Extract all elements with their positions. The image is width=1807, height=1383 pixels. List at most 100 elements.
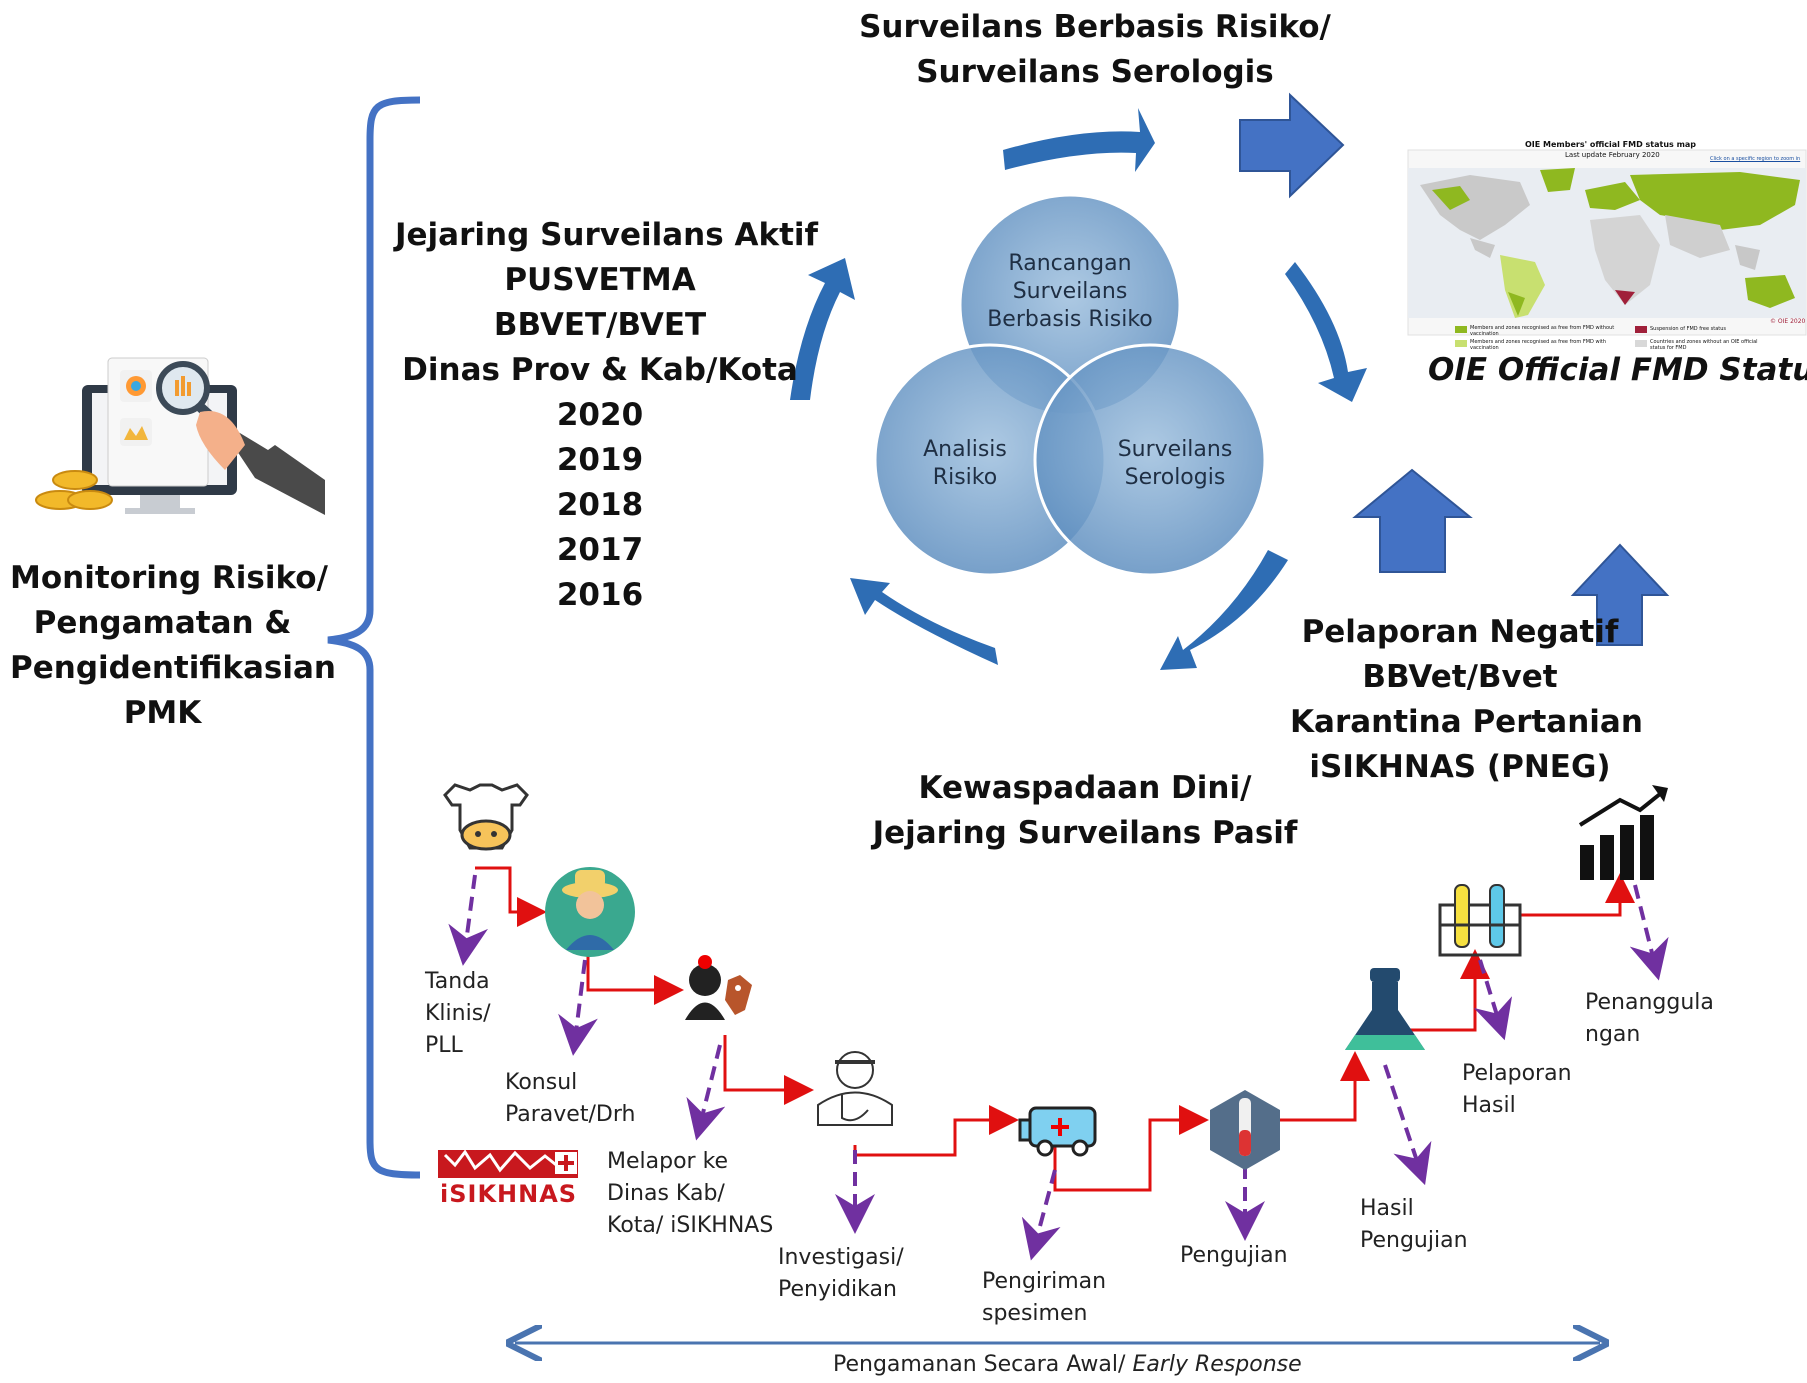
step-label-line: spesimen <box>982 1301 1088 1326</box>
oie-legend-item: Members and zones recognised as free fro… <box>1470 339 1607 351</box>
monitoring-title: Monitoring Risiko/ Pengamatan & Pengiden… <box>10 556 336 736</box>
step-label-line: Tanda <box>425 969 490 994</box>
flow-purple-arrows <box>448 874 1669 1261</box>
vet-with-cow-icon <box>685 955 752 1020</box>
isikhnas-logo-text: iSIKHNAS <box>440 1180 578 1208</box>
doctor-icon <box>817 1051 893 1126</box>
ambulance-icon <box>1018 1106 1097 1157</box>
venn-label-line: Surveilans <box>1117 437 1233 462</box>
venn-label-right: Surveilans Serologis <box>1110 436 1240 492</box>
step-label-line: Penanggula <box>1585 990 1714 1015</box>
active-surveillance-line: 2017 <box>556 532 644 568</box>
active-surveillance-line: PUSVETMA <box>504 262 696 298</box>
active-surveillance-line: Dinas Prov & Kab/Kota <box>402 352 798 388</box>
step-label-line: Pengujian <box>1360 1228 1468 1253</box>
risk-surveillance-heading-line: Surveilans Serologis <box>916 54 1274 90</box>
active-surveillance-line: BBVET/BVET <box>493 307 707 343</box>
early-response-prefix: Pengamanan Secara Awal/ <box>833 1352 1133 1377</box>
passive-surveillance-heading-line: Jejaring Surveilans Pasif <box>872 815 1298 851</box>
cycle-arrow-bottom-left <box>850 578 998 665</box>
active-surveillance-line: 2016 <box>556 577 644 613</box>
cycle-arrow-bottom-right <box>1160 550 1288 670</box>
venn-label-left: Analisis Risiko <box>905 436 1025 492</box>
oie-legend-item: Members and zones recognised as free fro… <box>1470 325 1615 337</box>
step-label-line: Hasil <box>1360 1196 1414 1221</box>
step-label-line: Klinis/ <box>425 1001 491 1026</box>
flow-red-path <box>475 866 1635 1192</box>
negative-reporting-line: BBVet/Bvet <box>1362 659 1558 695</box>
cycle-arrows <box>790 108 1367 670</box>
step-label-line: Penyidikan <box>778 1277 897 1302</box>
oie-map-subheader: Last update February 2020 <box>1565 151 1660 159</box>
active-surveillance-line: 2020 <box>556 397 644 433</box>
test-tubes-rack-icon <box>1438 884 1522 957</box>
step-label-melapor: Melapor ke Dinas Kab/ Kota/ iSIKHNAS <box>607 1146 773 1242</box>
cycle-arrow-right <box>1285 262 1367 402</box>
venn-label-line: Serologis <box>1124 465 1226 490</box>
venn-label-line: Risiko <box>932 465 998 490</box>
block-arrows <box>1239 92 1670 646</box>
active-surveillance-list: Jejaring Surveilans Aktif PUSVETMA BBVET… <box>395 213 819 618</box>
active-surveillance-line: Jejaring Surveilans Aktif <box>395 217 819 253</box>
negative-reporting-line: Pelaporan Negatif <box>1301 614 1619 650</box>
growth-chart-icon <box>1578 785 1668 880</box>
monitoring-title-line: PMK <box>123 695 202 731</box>
venn-label-top: Rancangan Surveilans Berbasis Risiko <box>975 250 1165 334</box>
cow-icon <box>443 783 529 851</box>
step-label-line: Melapor ke <box>607 1149 729 1174</box>
step-label-line: Paravet/Drh <box>505 1102 636 1127</box>
venn-label-line: Surveilans <box>1012 279 1128 304</box>
venn-diagram <box>873 193 1267 577</box>
oie-map-link-note[interactable]: Click on a specific region to zoom in <box>1710 156 1801 162</box>
venn-circle-right <box>1033 343 1267 577</box>
oie-legend-item: Countries and zones without an OIE offic… <box>1650 339 1758 351</box>
oie-map-image <box>1407 149 1807 347</box>
block-arrow-up-1 <box>1352 468 1473 573</box>
oie-legend-item: Suspension of FMD free status <box>1650 326 1727 332</box>
venn-label-line: Rancangan <box>1008 251 1132 276</box>
block-arrow-right <box>1239 92 1345 199</box>
active-surveillance-line: 2019 <box>556 442 644 478</box>
step-label-tanda-klinis: Tanda Klinis/ PLL <box>425 966 491 1062</box>
block-arrow-up-2 <box>1570 543 1670 646</box>
step-label-line: ngan <box>1585 1022 1641 1047</box>
step-label-hasil-pengujian: Hasil Pengujian <box>1360 1193 1468 1257</box>
step-label-pelaporan-hasil: Pelaporan Hasil <box>1462 1058 1572 1122</box>
active-surveillance-line: 2018 <box>556 487 644 523</box>
step-label-line: Pengujian <box>1180 1243 1288 1268</box>
step-label-line: Konsul <box>505 1070 578 1095</box>
early-response-label: Pengamanan Secara Awal/ Early Response <box>833 1352 1302 1377</box>
venn-label-line: Berbasis Risiko <box>987 307 1153 332</box>
monitoring-title-line: Pengidentifikasian <box>10 650 336 686</box>
monitoring-illustration-icon <box>35 357 325 515</box>
oie-map-header: OIE Members' official FMD status map <box>1525 140 1697 149</box>
step-label-konsul: Konsul Paravet/Drh <box>505 1067 635 1131</box>
farmer-icon <box>545 867 635 957</box>
step-label-line: Pelaporan <box>1462 1061 1572 1086</box>
negative-reporting-line: iSIKHNAS (PNEG) <box>1309 749 1611 785</box>
monitoring-title-line: Monitoring Risiko/ <box>10 560 328 596</box>
negative-reporting-list: Pelaporan Negatif BBVet/Bvet Karantina P… <box>1290 610 1643 790</box>
test-tube-icon <box>1210 1090 1280 1170</box>
step-label-line: PLL <box>425 1033 463 1058</box>
risk-surveillance-heading-line: Surveilans Berbasis Risiko/ <box>859 9 1331 45</box>
early-response-italic: Early Response <box>1132 1352 1302 1377</box>
step-label-line: Investigasi/ <box>778 1245 904 1270</box>
oie-map-copyright: © OIE 2020 <box>1770 318 1806 325</box>
step-label-line: Dinas Kab/ <box>607 1181 725 1206</box>
step-label-line: Hasil <box>1462 1093 1516 1118</box>
cycle-arrow-left <box>790 258 855 400</box>
step-label-line: Kota/ iSIKHNAS <box>607 1213 774 1238</box>
grouping-bracket <box>327 96 421 1179</box>
step-label-line: Pengiriman <box>982 1269 1107 1294</box>
step-label-pengujian: Pengujian <box>1180 1240 1288 1272</box>
venn-label-line: Analisis <box>923 437 1007 462</box>
isikhnas-logo <box>438 1149 578 1178</box>
risk-surveillance-heading: Surveilans Berbasis Risiko/ Surveilans S… <box>850 5 1340 95</box>
negative-reporting-line: Karantina Pertanian <box>1290 704 1643 740</box>
step-label-investigasi: Investigasi/ Penyidikan <box>778 1242 904 1306</box>
flask-icon <box>1345 968 1425 1050</box>
passive-surveillance-heading: Kewaspadaan Dini/ Jejaring Surveilans Pa… <box>870 766 1300 856</box>
